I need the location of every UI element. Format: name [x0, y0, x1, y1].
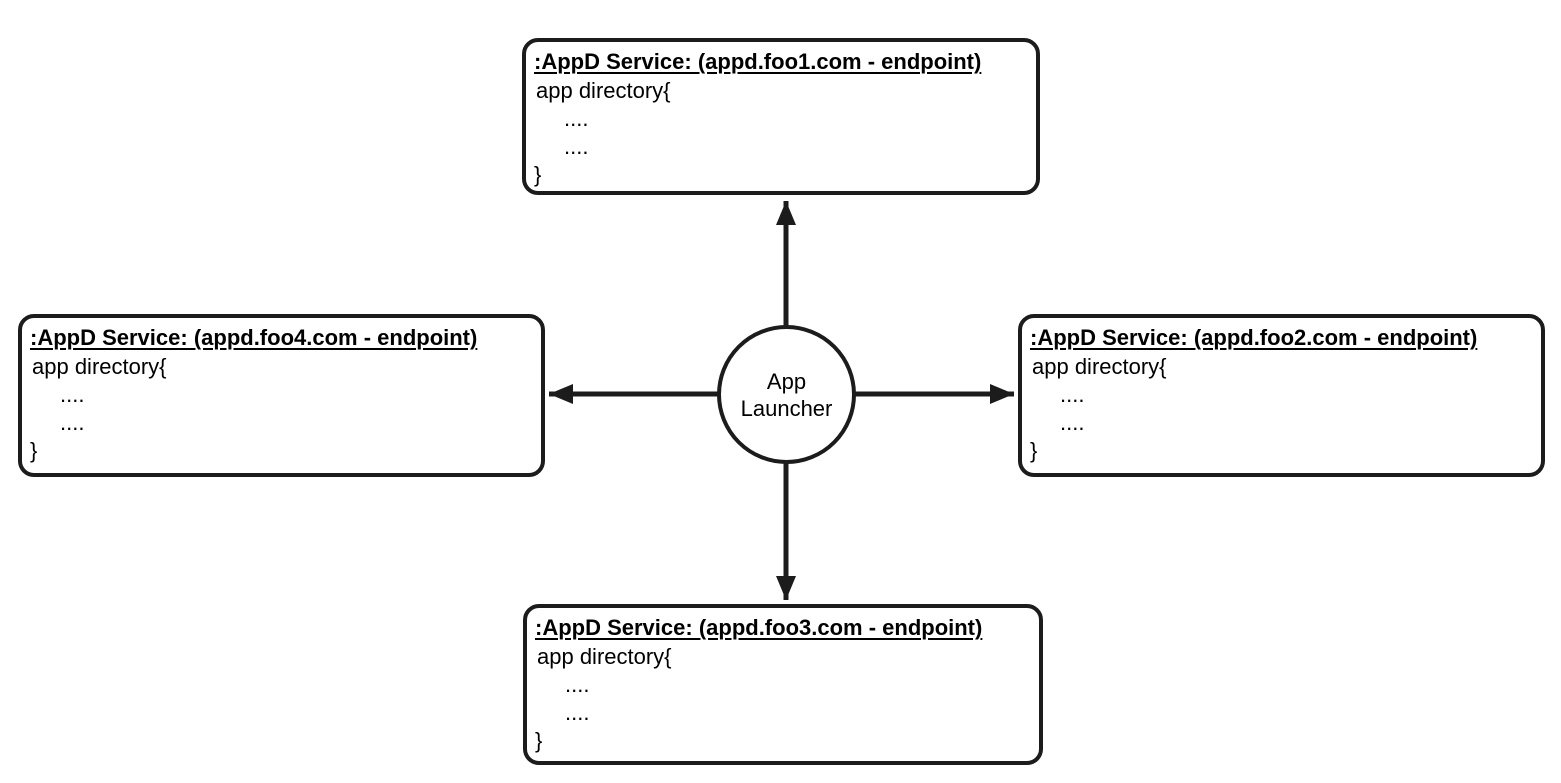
node-body-line: app directory{: [32, 354, 167, 379]
node-body-line: ....: [564, 106, 589, 131]
node-body-line: app directory{: [1032, 354, 1167, 379]
node-title: :AppD Service: (appd.foo2.com - endpoint…: [1030, 325, 1478, 350]
node-body-line: }: [535, 728, 543, 753]
node-body-line: ....: [565, 672, 590, 697]
node-appd-foo2: :AppD Service: (appd.foo2.com - endpoint…: [1018, 314, 1545, 477]
node-body-line: }: [1030, 438, 1038, 463]
node-body-line: ....: [1060, 410, 1085, 435]
node-body-line: ....: [60, 382, 85, 407]
node-appd-foo4: :AppD Service: (appd.foo4.com - endpoint…: [18, 314, 545, 477]
node-appd-foo1: :AppD Service: (appd.foo1.com - endpoint…: [522, 38, 1040, 195]
node-title: :AppD Service: (appd.foo3.com - endpoint…: [535, 615, 983, 640]
node-app-launcher: App Launcher: [717, 325, 856, 464]
node-body-line: }: [30, 438, 38, 463]
node-body-line: app directory{: [536, 78, 671, 103]
node-body-line: ....: [60, 410, 85, 435]
node-title: :AppD Service: (appd.foo1.com - endpoint…: [534, 49, 982, 74]
node-appd-foo3: :AppD Service: (appd.foo3.com - endpoint…: [523, 604, 1043, 765]
node-body-line: ....: [1060, 382, 1085, 407]
node-body-line: }: [534, 162, 542, 187]
node-body-line: app directory{: [537, 644, 672, 669]
node-body-line: ....: [565, 700, 590, 725]
node-body-line: ....: [564, 134, 589, 159]
node-title: :AppD Service: (appd.foo4.com - endpoint…: [30, 325, 478, 350]
app-launcher-label: App Launcher: [740, 368, 833, 421]
